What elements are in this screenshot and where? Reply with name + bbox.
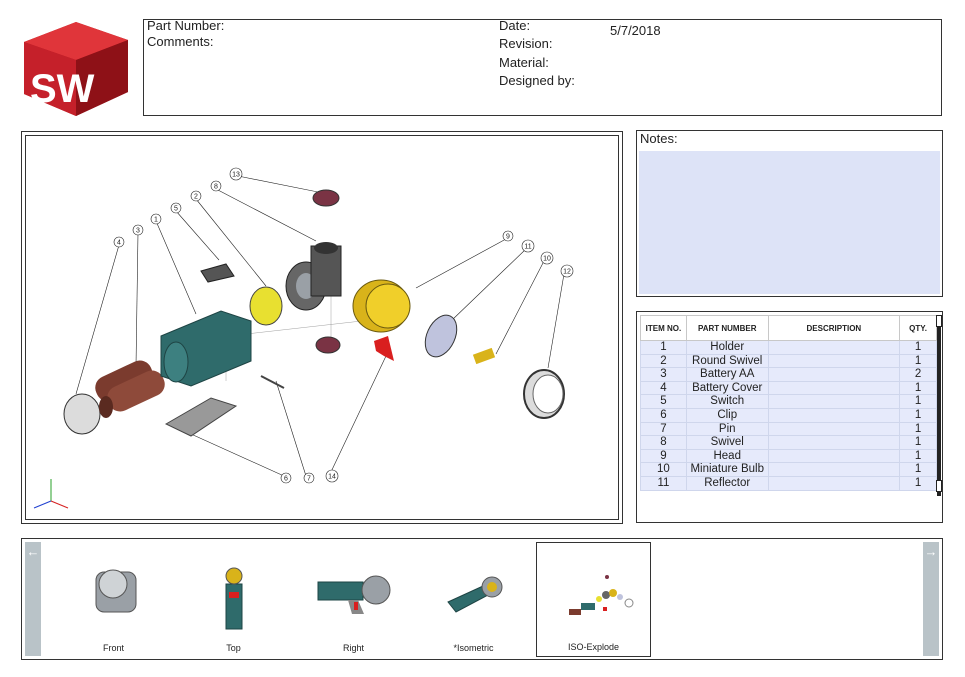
callout-6: 6: [284, 476, 288, 483]
pin-part: [260, 375, 285, 389]
round-swivel-part: [249, 286, 283, 326]
callout-13: 13: [232, 172, 240, 179]
lens-ring-part: [523, 369, 565, 419]
view-right[interactable]: Right: [296, 542, 411, 657]
revision-label: Revision:: [499, 36, 553, 51]
material-label: Material:: [499, 55, 549, 70]
view-iso-explode[interactable]: ISO-Explode: [536, 542, 651, 657]
view-isometric-label: *Isometric: [453, 643, 494, 653]
notes-field[interactable]: [639, 151, 940, 294]
arrow-left-icon: ←: [26, 544, 40, 559]
bom-header-part[interactable]: PART NUMBER: [685, 315, 769, 341]
view-front[interactable]: Front: [56, 542, 171, 657]
scroll-left-button[interactable]: ←: [25, 542, 41, 656]
date-label: Date:: [499, 18, 531, 33]
holder-part: [160, 310, 252, 387]
cap-part: [312, 189, 341, 354]
view-front-label: Front: [102, 643, 124, 653]
scroll-right-button[interactable]: →: [923, 542, 939, 656]
date-value: 5/7/2018: [610, 23, 661, 38]
callout-9: 9: [506, 234, 510, 241]
callout-10: 10: [543, 256, 551, 263]
title-block: Part Number: Comments: Date: 5/7/2018 Re…: [143, 18, 942, 116]
switch-part: [200, 263, 235, 283]
iso-explode-view-thumbnail: [569, 575, 634, 615]
bom-scroll-up[interactable]: [936, 315, 942, 327]
view-right-label: Right: [342, 643, 364, 653]
exploded-assembly-drawing: 4 3 1 5 2 8 13 9 11 10 12 6 7 14: [33, 167, 574, 509]
right-view-thumbnail: [317, 575, 391, 614]
axis-triad-icon: [33, 479, 69, 509]
comments-label: Comments:: [147, 34, 214, 49]
part-number-label: Part Number:: [147, 18, 225, 33]
callout-1: 1: [154, 217, 158, 224]
view-top-label: Top: [226, 643, 241, 653]
switch-red-part: [374, 336, 394, 361]
top-view-thumbnail: [225, 567, 243, 630]
callout-8: 8: [214, 184, 218, 191]
callout-5: 5: [174, 206, 178, 213]
callout-14: 14: [328, 474, 336, 481]
logo-text: SW: [30, 67, 95, 111]
notes-label: Notes:: [640, 131, 678, 146]
callout-12: 12: [563, 269, 571, 276]
bom-header-description[interactable]: DESCRIPTION: [767, 315, 901, 341]
bom-scrollbar[interactable]: [937, 315, 941, 496]
head-part: [352, 279, 411, 333]
notes-panel: Notes:: [636, 130, 943, 297]
reflector-part: [424, 314, 458, 358]
callout-7: 7: [307, 476, 311, 483]
callout-4: 4: [117, 240, 121, 247]
drawing-view[interactable]: 4 3 1 5 2 8 13 9 11 10 12 6 7 14: [21, 131, 623, 524]
view-iso-explode-label: ISO-Explode: [567, 642, 620, 652]
battery-cover-part: [63, 393, 101, 435]
bom-header-item[interactable]: ITEM NO.: [640, 315, 687, 341]
front-view-thumbnail: [95, 569, 137, 613]
callout-11: 11: [524, 244, 531, 251]
callout-2: 2: [194, 194, 198, 201]
batteries-part: [95, 360, 165, 418]
isometric-view-thumbnail: [447, 576, 503, 613]
arrow-right-icon: →: [924, 544, 938, 559]
view-isometric[interactable]: *Isometric: [416, 542, 531, 657]
view-top[interactable]: Top: [176, 542, 291, 657]
clip-part: [164, 397, 238, 437]
swivel-part: [285, 242, 342, 311]
bulb-part: [472, 347, 496, 365]
bom-header-qty[interactable]: QTY.: [899, 315, 937, 341]
bom-scroll-down[interactable]: [936, 480, 942, 492]
callout-3: 3: [136, 228, 140, 235]
views-carousel: ← → Front Top Right *Isom: [21, 538, 943, 660]
solidworks-logo: SW: [20, 14, 132, 120]
designed-by-label: Designed by:: [499, 73, 575, 88]
